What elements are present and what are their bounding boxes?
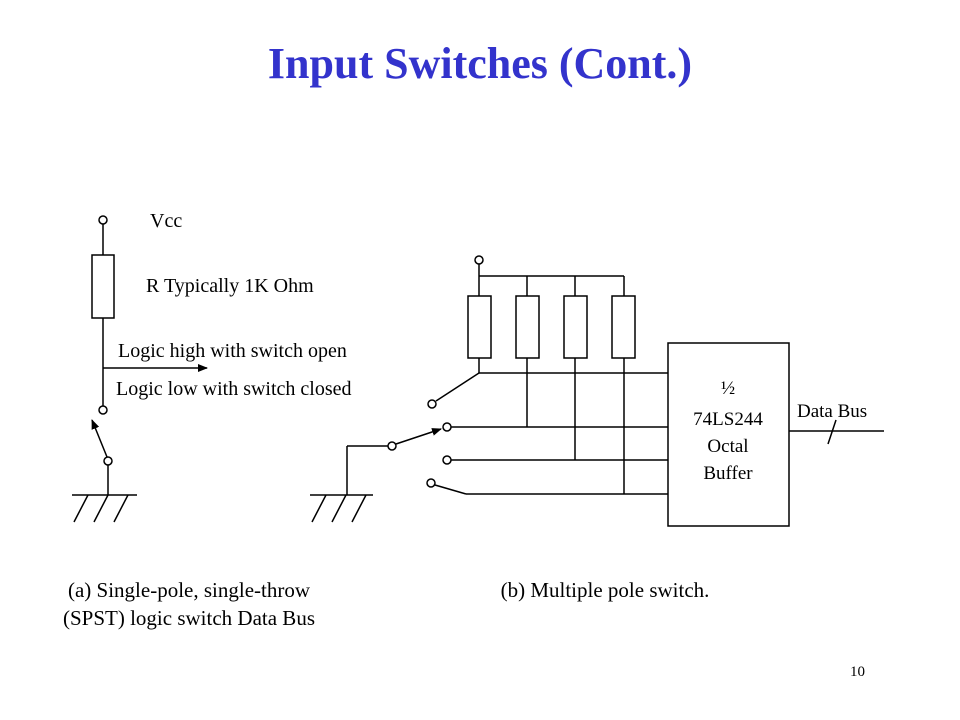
vcc-terminal <box>98 215 108 225</box>
buffer-word-label: Buffer <box>703 463 753 484</box>
supply-terminal <box>474 255 484 265</box>
spst-switch-blade <box>91 419 108 458</box>
contact-1 <box>427 399 437 409</box>
octal-buffer-box <box>667 342 790 527</box>
switch-top-contact <box>98 405 108 415</box>
data-bus-label: Data Bus <box>797 401 867 422</box>
switch-pivot <box>103 456 113 466</box>
buffer-type-label: Octal <box>707 436 748 457</box>
pullup-resistor-4 <box>611 295 636 359</box>
contact-4 <box>426 478 436 488</box>
pullup-resistor-3 <box>563 295 588 359</box>
page-number: 10 <box>850 664 865 680</box>
bus-slash <box>827 419 837 445</box>
logic-high-label: Logic high with switch open <box>118 340 347 362</box>
pullup-resistor-1 <box>467 295 492 359</box>
pullup-resistor <box>91 254 115 319</box>
resistor-label: R Typically 1K Ohm <box>146 275 314 297</box>
rotary-pivot <box>387 441 397 451</box>
pullup-resistor-2 <box>515 295 540 359</box>
spst-circuit: Vcc R Typically 1K Ohm Logic high with s… <box>72 210 352 523</box>
caption-a-line2: (SPST) logic switch Data Bus <box>63 606 315 630</box>
ground-symbol <box>72 494 137 523</box>
vcc-label: Vcc <box>150 210 182 232</box>
caption-a: (a) Single-pole, single-throw (SPST) log… <box>30 576 348 632</box>
contact-2 <box>442 422 452 432</box>
ground-symbol-b <box>310 494 373 523</box>
multipole-circuit: ½ 74LS244 Octal Buffer Data Bus <box>310 255 884 527</box>
buffer-half-label: ½ <box>721 378 735 399</box>
logic-low-label: Logic low with switch closed <box>116 378 352 400</box>
buffer-part-label: 74LS244 <box>693 409 763 430</box>
caption-a-line1: (a) Single-pole, single-throw <box>67 578 311 602</box>
contact-3 <box>442 455 452 465</box>
rotary-switch-blade <box>395 428 442 445</box>
caption-b: (b) Multiple pole switch. <box>500 578 710 602</box>
page-title: Input Switches (Cont.) <box>267 39 693 88</box>
